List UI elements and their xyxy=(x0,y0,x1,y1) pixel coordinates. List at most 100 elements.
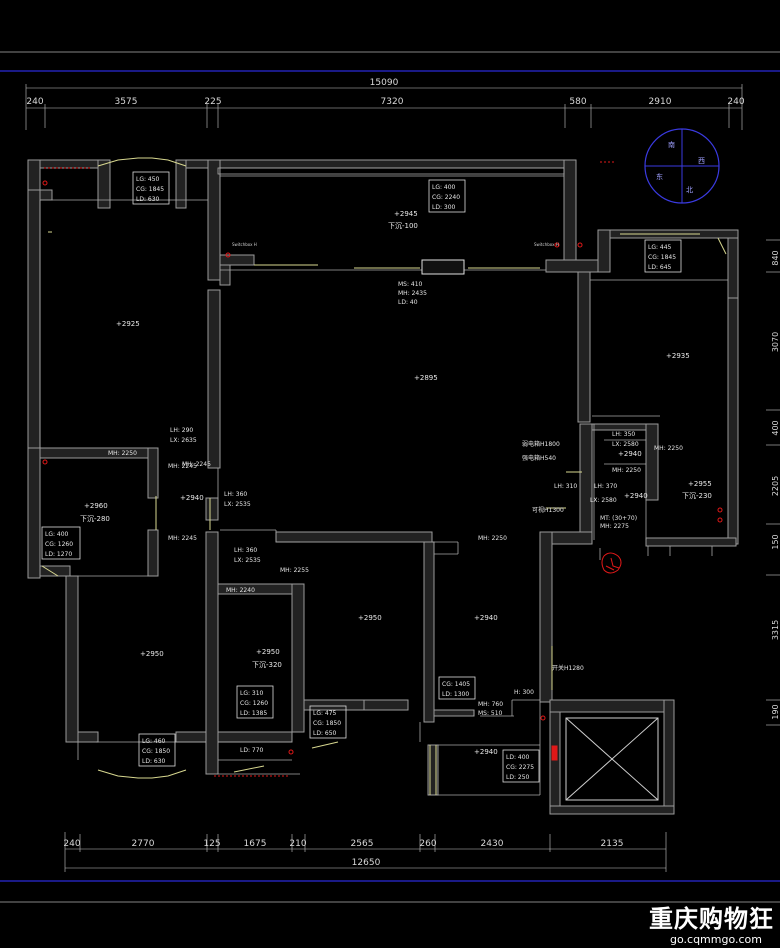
tag-line: LG: 400 xyxy=(432,184,456,191)
dim-bottom-total: 12650 xyxy=(352,858,381,868)
tag-line: CG: 1850 xyxy=(313,720,341,727)
note: MH: 2245 xyxy=(168,463,197,470)
level-value: +2945 xyxy=(394,210,418,218)
note: MH: 2255 xyxy=(280,567,309,574)
tag-line: CG: 1260 xyxy=(45,541,73,548)
top-dimension-chain xyxy=(25,84,743,130)
note: MH: 2240 xyxy=(226,587,255,594)
tag-line: CG: 1845 xyxy=(136,186,164,193)
note: 强电箱H540 xyxy=(522,454,556,462)
dim-bottom-seg: 260 xyxy=(419,839,436,849)
dim-top-seg: 225 xyxy=(204,97,221,107)
level-value: +2940 xyxy=(180,494,204,502)
tag-line: LD: 250 xyxy=(506,774,530,781)
right-dimension-chain xyxy=(766,239,780,726)
note: MT: (30+70) xyxy=(600,515,637,522)
level-value: +2950 xyxy=(256,648,280,656)
level-sub: 下沉-100 xyxy=(388,222,418,230)
tag-line: LD: 650 xyxy=(313,730,337,737)
note: LX: 2635 xyxy=(170,437,197,444)
level-value: +2895 xyxy=(414,374,438,382)
dim-bottom-seg: 2565 xyxy=(351,839,374,849)
dim-bottom-seg: 2770 xyxy=(132,839,155,849)
interior-lines xyxy=(39,167,728,796)
walls xyxy=(27,159,739,815)
note: LX: 2580 xyxy=(590,497,617,504)
tag-line: LD: 645 xyxy=(648,264,672,271)
note: 弱电箱H1800 xyxy=(522,440,560,448)
dim-bottom-seg: 2430 xyxy=(481,839,504,849)
note: LH: 360 xyxy=(224,491,247,498)
dim-right-seg: 400 xyxy=(771,420,780,435)
tag-line: LD: 630 xyxy=(136,196,160,203)
tag-line: LG: 445 xyxy=(648,244,672,251)
dim-bottom-seg: 1675 xyxy=(244,839,267,849)
dim-top-seg: 2910 xyxy=(649,97,672,107)
tag-line: CG: 2240 xyxy=(432,194,460,201)
notes: MS: 410 MH: 2435 LD: 40 MH: 2250 MH: 224… xyxy=(108,242,683,754)
dim-top-seg: 3575 xyxy=(115,97,138,107)
windows xyxy=(41,157,727,795)
level-sub: 下沉-280 xyxy=(80,515,110,523)
note: MH: 760 xyxy=(478,701,503,708)
bottom-dimension-chain xyxy=(64,832,667,872)
note: 开关H1280 xyxy=(552,664,584,672)
tag-line: LG: 475 xyxy=(313,710,337,717)
info-tags xyxy=(41,171,682,783)
elevator-shaft xyxy=(565,717,659,801)
note: MH: 2245 xyxy=(182,461,211,468)
note: MH: 2275 xyxy=(600,523,629,530)
tag-line: LG: 400 xyxy=(45,531,69,538)
dim-right-seg: 150 xyxy=(771,534,780,549)
note: LH: 310 xyxy=(554,483,577,490)
level-value: +2940 xyxy=(618,450,642,458)
level-sub: 下沉-320 xyxy=(252,661,282,669)
dim-bottom-seg: 125 xyxy=(203,839,220,849)
note: LH: 350 xyxy=(612,431,635,438)
note: MH: 2250 xyxy=(478,535,507,542)
level-value: +2950 xyxy=(358,614,382,622)
tag-line: LD: 1300 xyxy=(442,691,469,698)
note: LD: 770 xyxy=(240,747,264,754)
dim-right-seg: 3315 xyxy=(771,620,780,640)
tag-line: CG: 1260 xyxy=(240,700,268,707)
level-value: +2925 xyxy=(116,320,140,328)
level-value: +2940 xyxy=(624,492,648,500)
tag-line: LD: 1270 xyxy=(45,551,72,558)
tag-line: LD: 300 xyxy=(432,204,456,211)
sliding-door xyxy=(421,259,465,275)
dim-top-seg: 7320 xyxy=(381,97,404,107)
level-markers: +2945 下沉-100 +2925 +2895 +2935 +2940 +29… xyxy=(80,210,712,756)
dim-top-seg: 240 xyxy=(727,97,744,107)
tag-line: LD: 1385 xyxy=(240,710,267,717)
tag-line: CG: 2275 xyxy=(506,764,534,771)
note: MS: 510 xyxy=(478,710,503,717)
tag-line: LG: 460 xyxy=(142,738,166,745)
compass-south: 北 xyxy=(686,186,693,194)
dim-top-total: 15090 xyxy=(370,78,399,88)
red-markers xyxy=(42,161,723,777)
compass-north: 南 xyxy=(668,140,675,149)
info-tag-text: LG: 450 CG: 1845 LD: 630 LG: 400 CG: 224… xyxy=(45,176,676,781)
compass: 南 西 东 北 xyxy=(644,128,720,204)
note: LX: 2580 xyxy=(612,441,639,448)
note: LH: 360 xyxy=(234,547,257,554)
dim-bottom-seg: 210 xyxy=(289,839,306,849)
note: MH: 2250 xyxy=(108,450,137,457)
note: LH: 290 xyxy=(170,427,193,434)
dim-right-seg: 190 xyxy=(771,704,780,719)
dim-right-seg: 840 xyxy=(771,250,780,265)
tiny-label: Switchbox H xyxy=(534,242,559,247)
watermark-url: go.cqmmgo.com xyxy=(670,933,762,946)
note: MH: 2250 xyxy=(612,467,641,474)
tag-line: LG: 310 xyxy=(240,690,264,697)
note: 可视H1300 xyxy=(532,506,564,514)
compass-east: 东 xyxy=(656,172,663,181)
dim-bottom-seg: 240 xyxy=(63,839,80,849)
level-value: +2940 xyxy=(474,614,498,622)
tag-line: LD: 630 xyxy=(142,758,166,765)
note: MH: 2435 xyxy=(398,290,427,297)
tag-line: CG: 1850 xyxy=(142,748,170,755)
level-value: +2955 xyxy=(688,480,712,488)
note: MH: 2250 xyxy=(654,445,683,452)
